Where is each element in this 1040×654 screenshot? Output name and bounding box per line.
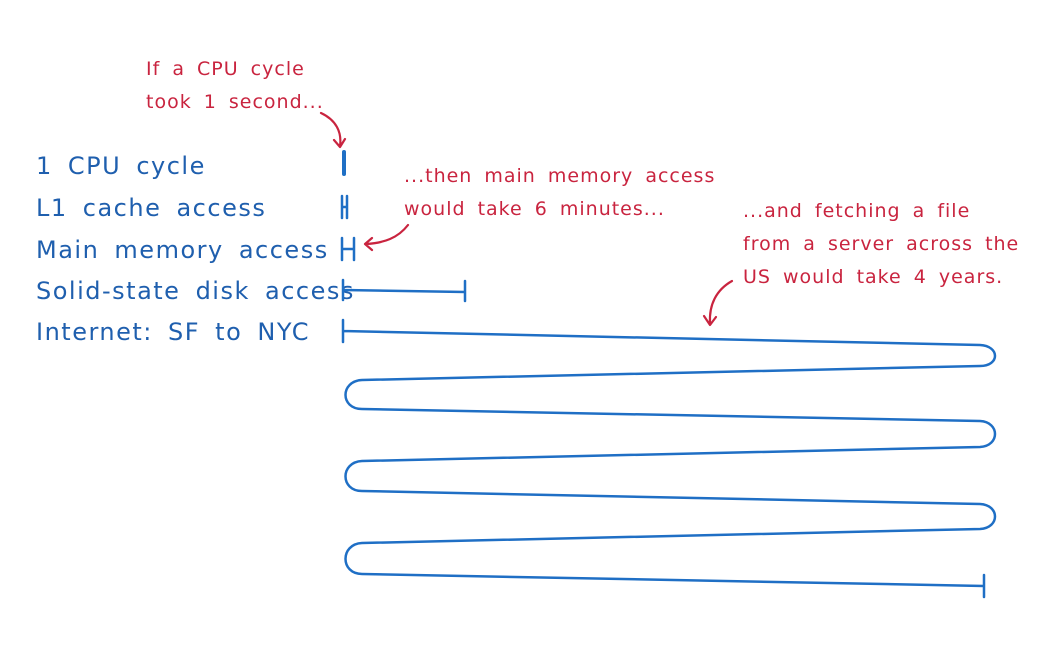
bar-l1-cache xyxy=(340,194,349,220)
bar-main-memory xyxy=(340,236,356,262)
note-cpu-line-2: took 1 second... xyxy=(146,91,324,113)
note-memory: ...then main memory access would take 6 … xyxy=(404,160,715,226)
label-ssd: Solid-state disk access xyxy=(36,277,355,305)
note-internet-line-3: US would take 4 years. xyxy=(743,266,1004,288)
note-cpu-line-1: If a CPU cycle xyxy=(146,58,305,80)
label-cpu-cycle: 1 CPU cycle xyxy=(36,152,206,180)
note-internet-line-2: from a server across the xyxy=(743,233,1020,255)
note-memory-line-2: would take 6 minutes... xyxy=(404,198,665,220)
arrow-internet xyxy=(702,279,734,327)
label-l1-cache: L1 cache access xyxy=(36,194,267,222)
label-internet: Internet: SF to NYC xyxy=(36,318,310,346)
note-memory-line-1: ...then main memory access xyxy=(404,165,716,187)
note-internet-line-1: ...and fetching a file xyxy=(743,200,971,222)
label-main-memory: Main memory access xyxy=(36,236,329,264)
note-internet: ...and fetching a file from a server acr… xyxy=(743,195,1019,294)
arrow-cpu xyxy=(319,111,347,149)
bar-internet xyxy=(341,318,997,599)
arrow-memory xyxy=(363,223,410,252)
bar-ssd xyxy=(341,278,467,303)
note-cpu: If a CPU cycle took 1 second... xyxy=(146,53,324,119)
